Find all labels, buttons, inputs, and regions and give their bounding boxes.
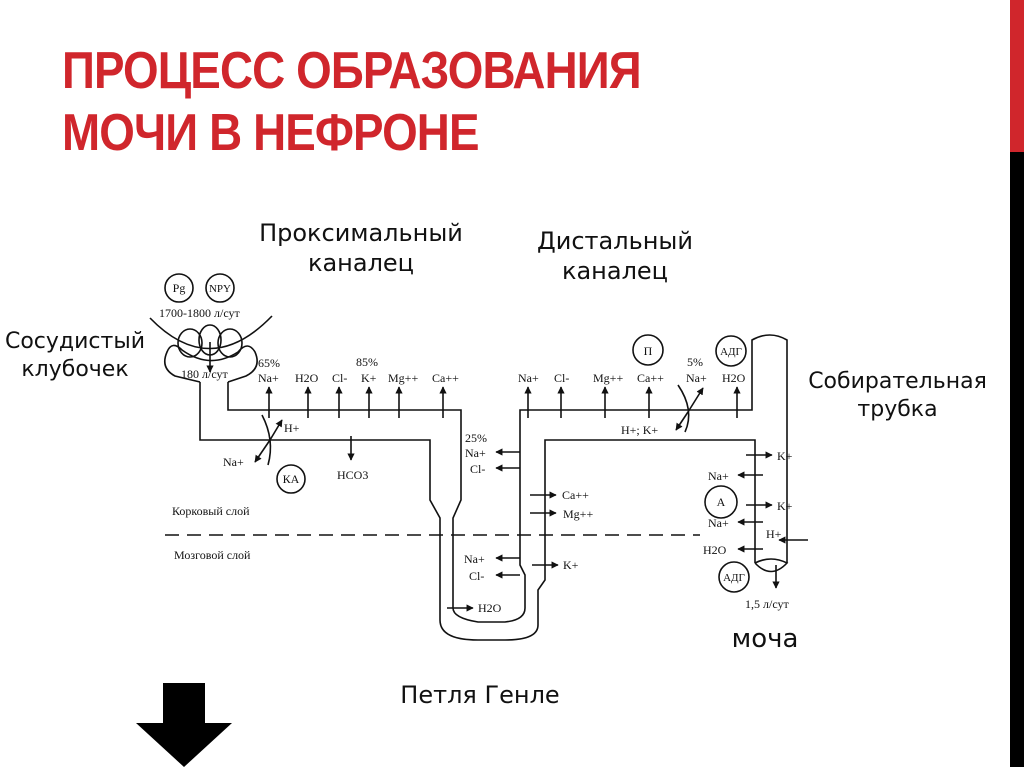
prox-exchange-in: H+: [284, 421, 300, 435]
hormone-adh-bottom-circle: [718, 561, 750, 593]
down-arrow-icon: [136, 683, 232, 767]
edge-accent-bar: [1010, 0, 1024, 152]
distal-exchanger-arc: [677, 384, 690, 433]
hormone-p-circle: [632, 334, 664, 366]
hormone-pg-label: Pg: [173, 281, 186, 295]
zone-medulla: Мозговой слой: [174, 548, 251, 562]
capillary-loop-1: [177, 328, 203, 358]
dist-ion-cl: Cl-: [554, 371, 569, 385]
hormone-a-label: А: [717, 495, 726, 509]
hormone-pg-circle: [164, 273, 194, 303]
hormone-adh-top-circle: [715, 335, 747, 367]
hormone-ka-circle: [276, 464, 306, 494]
prox-ion-mg: Mg++: [388, 371, 418, 385]
prox-ion-cl: Cl-: [332, 371, 347, 385]
loop-ion-cl: Cl-: [470, 462, 485, 476]
slide-title-line-1: ПРОЦЕСС ОБРАЗОВАНИЯ: [62, 42, 642, 100]
afferent-arc: [149, 315, 273, 350]
loop-ion-mg: Mg++: [563, 507, 593, 521]
prox-pct-na: 65%: [258, 356, 280, 370]
cd-ion-k2: K+: [777, 499, 793, 513]
loop-pct: 25%: [465, 431, 487, 445]
dist-ion-h2o: H2O: [722, 371, 746, 385]
dist-pct-na: 5%: [687, 355, 703, 369]
slide-title: ПРОЦЕСС ОБРАЗОВАНИЯ МОЧИ В НЕФРОНЕ: [62, 40, 642, 164]
label-proximal-line-1: Проксимальный: [259, 219, 463, 247]
label-glomerulus-line-1: Сосудистый: [4, 329, 146, 354]
dist-ion-na: Na+: [518, 371, 539, 385]
label-distal-line-2: каналец: [561, 257, 669, 285]
proximal-tubule-inner: [227, 334, 788, 623]
dist-secreted-hk: H+; K+: [621, 423, 658, 437]
cd-ion-na2: Na+: [708, 516, 729, 530]
label-distal-line-1: Дистальный: [537, 227, 693, 255]
urine-flow-label: 1,5 л/сут: [745, 597, 789, 611]
loop-h2o: H2O: [478, 601, 502, 615]
collecting-duct-bottom: [754, 558, 789, 573]
cd-ion-h: H+: [766, 527, 782, 541]
prox-ion-h2o: H2O: [295, 371, 319, 385]
prox-secreted-hco3: HCO3: [337, 468, 368, 482]
prox-pct-k: 85%: [356, 355, 378, 369]
dist-ion-ca: Ca++: [637, 371, 664, 385]
label-proximal-tubule: Проксимальный каналец: [236, 218, 486, 278]
hormone-p-label: П: [644, 344, 653, 358]
prox-arrow-hplus: [269, 419, 283, 441]
slide-title-line-2: МОЧИ В НЕФРОНЕ: [62, 104, 480, 162]
loop-ion-k: K+: [563, 558, 579, 572]
dist-ion-mg: Mg++: [593, 371, 623, 385]
cd-ion-k1: K+: [777, 449, 793, 463]
prox-ion-ca: Ca++: [432, 371, 459, 385]
filtrate-flow-label: 180 л/сут: [181, 367, 228, 381]
label-distal-tubule: Дистальный каналец: [515, 226, 715, 286]
hormone-a-circle: [704, 485, 738, 519]
loop-ion-cl-lower: Cl-: [469, 569, 484, 583]
hormone-npy-circle: [205, 273, 235, 303]
label-collecting-line-1: Собирательная: [808, 369, 987, 394]
dist-ion-na-exchange: Na+: [686, 371, 707, 385]
loop-ion-na-lower: Na+: [464, 552, 485, 566]
loop-ion-na: Na+: [465, 446, 486, 460]
dist-arrow-na-exchange: [687, 387, 704, 413]
cd-ion-h2o: H2O: [703, 543, 727, 557]
prox-exchange-out: Na+: [223, 455, 244, 469]
label-urine: моча: [731, 624, 799, 654]
hormone-adh-bottom-label: АДГ: [723, 572, 745, 584]
prox-ion-na: Na+: [258, 371, 279, 385]
loop-ion-ca: Ca++: [562, 488, 589, 502]
hormone-adh-top-label: АДГ: [720, 346, 742, 358]
hormone-npy-label: NPY: [209, 283, 231, 295]
zone-cortex: Корковый слой: [172, 504, 250, 518]
label-proximal-line-2: каналец: [307, 249, 415, 277]
label-collecting-duct: Собирательная трубка: [790, 368, 1005, 424]
label-loop-of-henle: Петля Генле: [400, 681, 560, 709]
label-collecting-line-2: трубка: [857, 397, 938, 422]
label-glomerulus: Сосудистый клубочек: [0, 328, 150, 384]
dist-arrow-hk-secreted: [675, 411, 689, 431]
plasma-flow-label: 1700-1800 л/сут: [159, 306, 240, 320]
cd-ion-na1: Na+: [708, 469, 729, 483]
hormone-ka-label: КА: [283, 472, 300, 486]
label-glomerulus-line-2: клубочек: [21, 357, 129, 382]
prox-ion-k: K+: [361, 371, 377, 385]
proximal-tubule-outer: [199, 382, 756, 641]
edge-dark-bar: [1010, 152, 1024, 767]
prox-arrow-naplus-out: [254, 439, 271, 463]
